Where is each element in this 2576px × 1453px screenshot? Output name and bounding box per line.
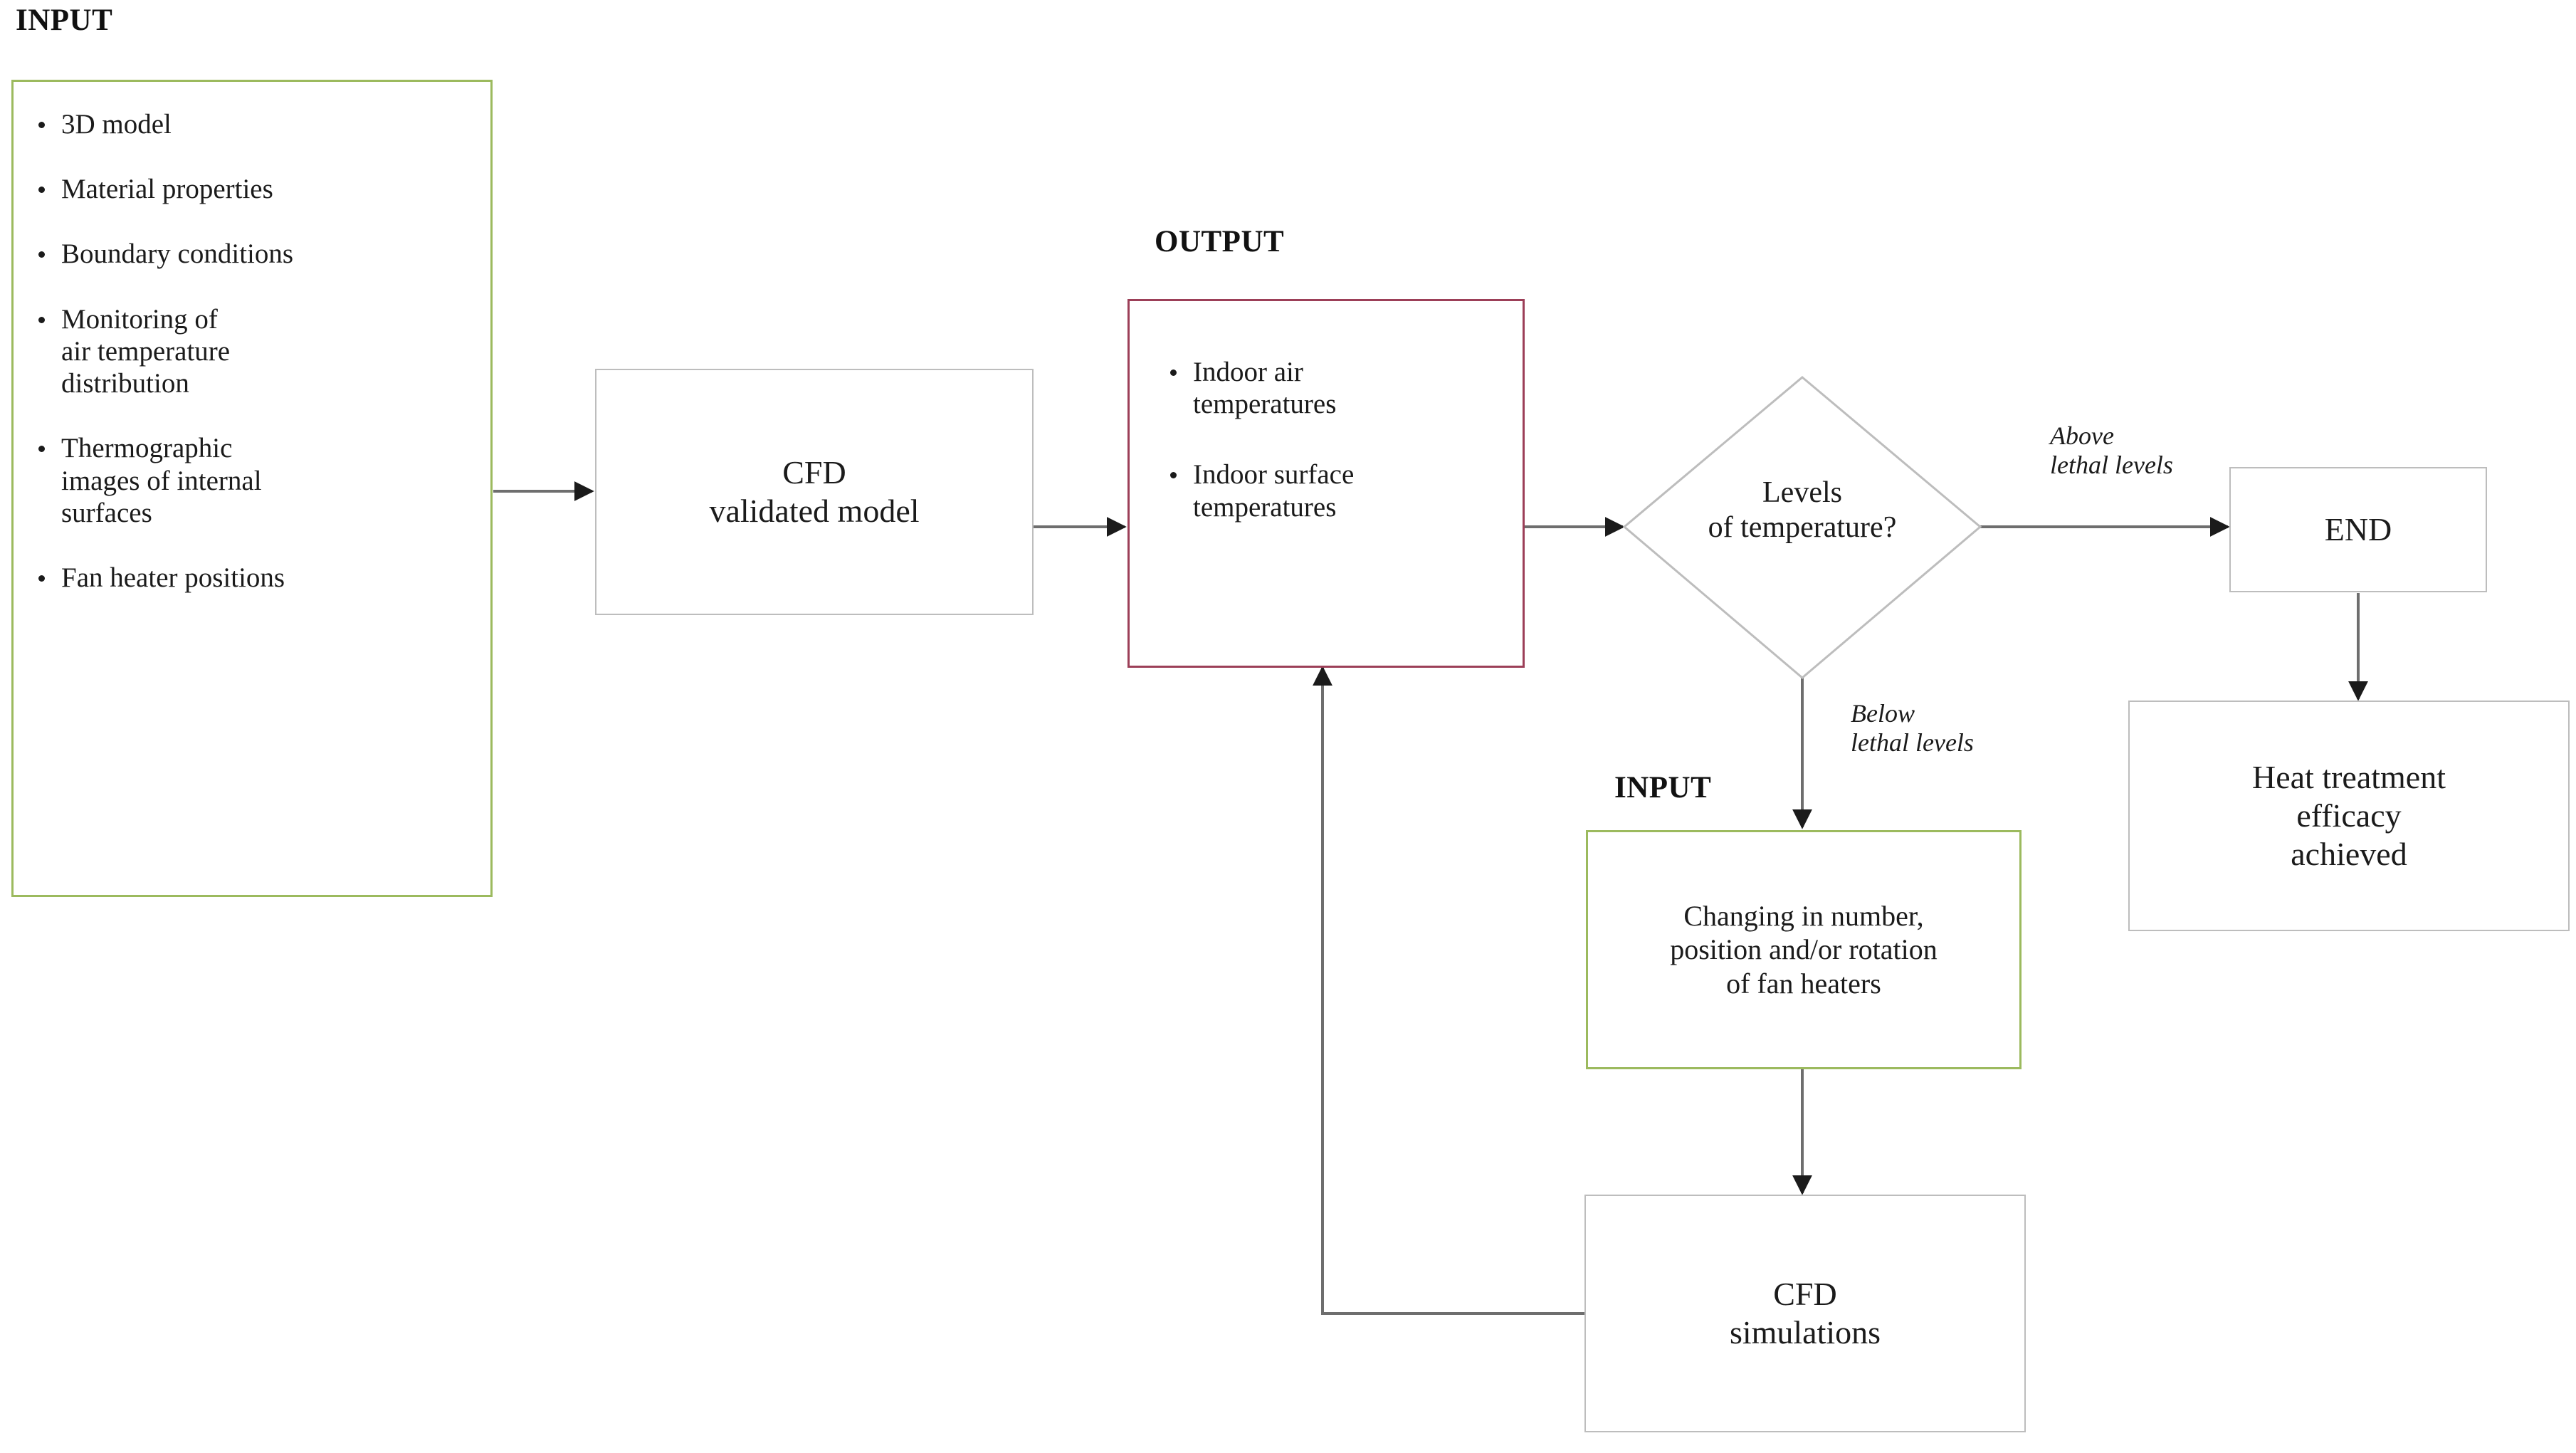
edge-cfdsim-feedback-to-output xyxy=(1313,666,1585,1315)
output-bullet-list: Indoor air temperatures Indoor surface t… xyxy=(1160,356,1523,523)
cfd-validated-model-box: CFD validated model xyxy=(595,369,1034,615)
list-item: Indoor surface temperatures xyxy=(1160,458,1523,523)
list-item: Monitoring of air temperature distributi… xyxy=(28,303,484,400)
list-item: Indoor air temperatures xyxy=(1160,356,1523,420)
changing-fan-heaters-label: Changing in number, position and/or rota… xyxy=(1670,900,1938,1000)
end-box: END xyxy=(2229,467,2487,592)
efficacy-box: Heat treatment efficacy achieved xyxy=(2128,701,2570,931)
list-item: Thermographic images of internal surface… xyxy=(28,432,484,529)
list-item: Fan heater positions xyxy=(28,562,484,594)
list-item: Material properties xyxy=(28,173,484,205)
edge-label-below-lethal-levels: Below lethal levels xyxy=(1851,699,1974,757)
decision-label: Levels of temperature? xyxy=(1708,476,1897,544)
input-bullet-list: 3D model Material properties Boundary co… xyxy=(28,108,484,594)
list-item: 3D model xyxy=(28,108,484,140)
input-secondary-caption: INPUT xyxy=(1614,771,1712,804)
cfd-validated-model-label: CFD validated model xyxy=(709,453,920,529)
edge-label-above-lethal-levels: Above lethal levels xyxy=(2050,421,2173,480)
cfd-simulations-label: CFD simulations xyxy=(1729,1275,1881,1350)
changing-fan-heaters-box: Changing in number, position and/or rota… xyxy=(1586,830,2022,1069)
efficacy-label: Heat treatment efficacy achieved xyxy=(2251,758,2446,873)
cfd-simulations-box: CFD simulations xyxy=(1584,1195,2026,1432)
output-caption: OUTPUT xyxy=(1155,225,1285,258)
output-box xyxy=(1127,299,1525,668)
list-item: Boundary conditions xyxy=(28,238,484,270)
input-box xyxy=(11,80,493,897)
input-caption: INPUT xyxy=(16,4,113,37)
end-label: END xyxy=(2324,510,2392,547)
